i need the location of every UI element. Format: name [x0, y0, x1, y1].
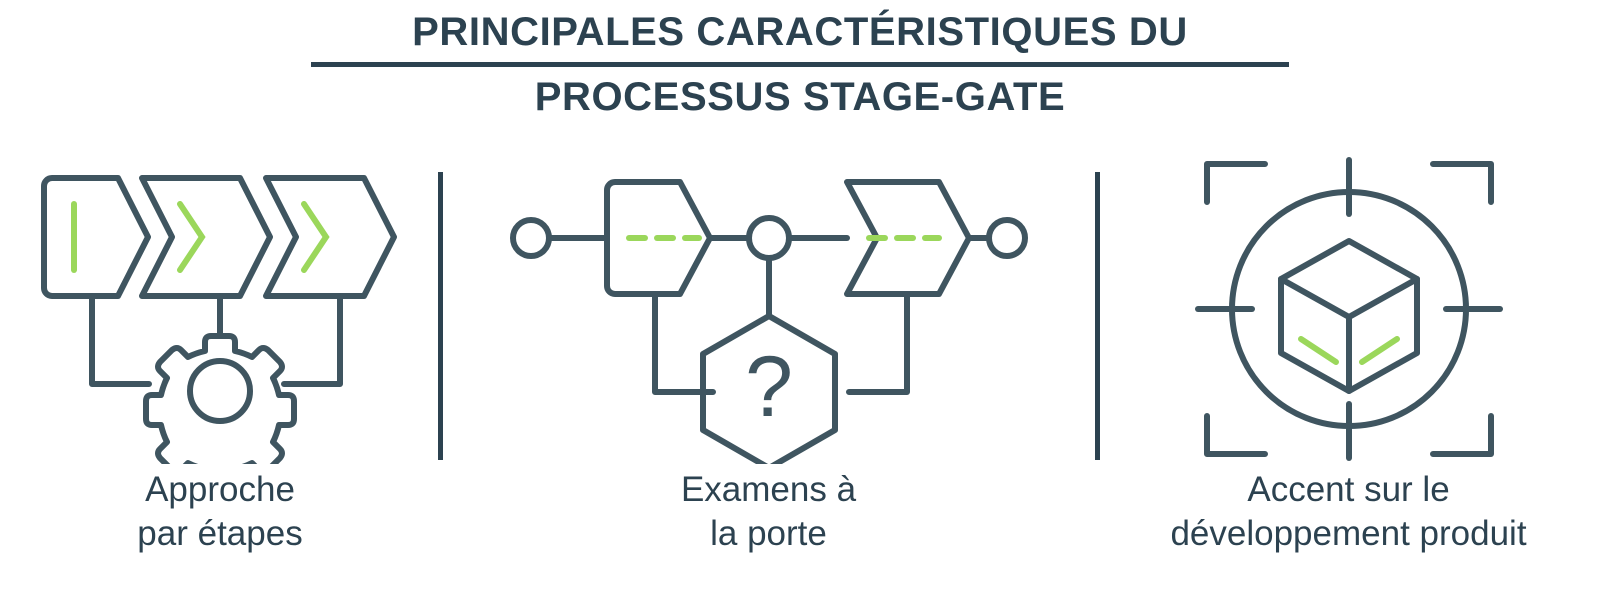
gear-outline [143, 333, 297, 464]
stage-shape-1 [41, 175, 151, 299]
cube-top-edges [1277, 276, 1420, 320]
feature-caption-3-line-1: Accent sur le [1247, 470, 1450, 509]
gear-inner-circle [187, 358, 253, 424]
flow-circle-center [745, 215, 792, 261]
feature-caption-1-line-1: Approche [145, 470, 295, 509]
feature-caption-2: Examens à la porte [681, 468, 856, 556]
gate-connector-right [845, 291, 910, 395]
feature-column-3: Accent sur le développement produit [1097, 150, 1600, 556]
gate-review-question-svg: ? [509, 179, 1028, 464]
bracket-top-left [1203, 161, 1268, 205]
column-divider-1 [438, 172, 443, 460]
flow-circle-start [509, 217, 552, 259]
green-accent-chevron-2 [177, 201, 206, 273]
product-focus-target-cube-svg [1194, 157, 1503, 461]
stage-process-gear-icon [30, 150, 410, 468]
stage-shape-3 [263, 175, 397, 299]
column-divider-2 [1095, 172, 1100, 460]
gate-hexagon [699, 313, 838, 464]
feature-caption-1-line-2: par étapes [137, 514, 303, 554]
title-line-1: PRINCIPALES CARACTÉRISTIQUES DU [412, 10, 1188, 54]
feature-columns: Approche par étapes [0, 150, 1600, 600]
connector-right [281, 293, 343, 387]
feature-column-2: ? Examens à la porte [440, 150, 1097, 556]
feature-caption-2-line-1: Examens à [680, 470, 857, 509]
feature-caption-1: Approche par étapes [137, 468, 302, 556]
product-focus-target-cube-icon [1184, 150, 1514, 468]
feature-caption-3-line-2: développement produit [1170, 514, 1527, 554]
green-cube-accent-left [1297, 336, 1339, 365]
green-cube-accent-right [1358, 336, 1400, 365]
stage-shape-2 [139, 175, 273, 299]
question-mark-glyph: ? [745, 339, 793, 435]
green-accent-chevron-3 [301, 201, 330, 273]
feature-caption-3: Accent sur le développement produit [1170, 468, 1526, 556]
feature-column-1: Approche par étapes [0, 150, 440, 556]
bracket-top-right [1429, 161, 1494, 205]
gate-review-question-icon: ? [509, 150, 1029, 468]
bracket-bottom-right [1429, 413, 1494, 457]
title-line-2: PROCESSUS STAGE-GATE [534, 74, 1066, 119]
feature-caption-2-line-2: la porte [710, 514, 827, 554]
stage-process-gear-svg [41, 175, 397, 464]
gate-connector-left [651, 291, 716, 395]
gate-stage-shape-left [603, 179, 713, 297]
bracket-bottom-left [1203, 413, 1268, 457]
connector-left [89, 293, 152, 387]
page-title: PRINCIPALES CARACTÉRISTIQUES DU PROCESSU… [0, 8, 1600, 122]
flow-circle-end [985, 217, 1028, 259]
title-underline-rule [311, 61, 1289, 67]
